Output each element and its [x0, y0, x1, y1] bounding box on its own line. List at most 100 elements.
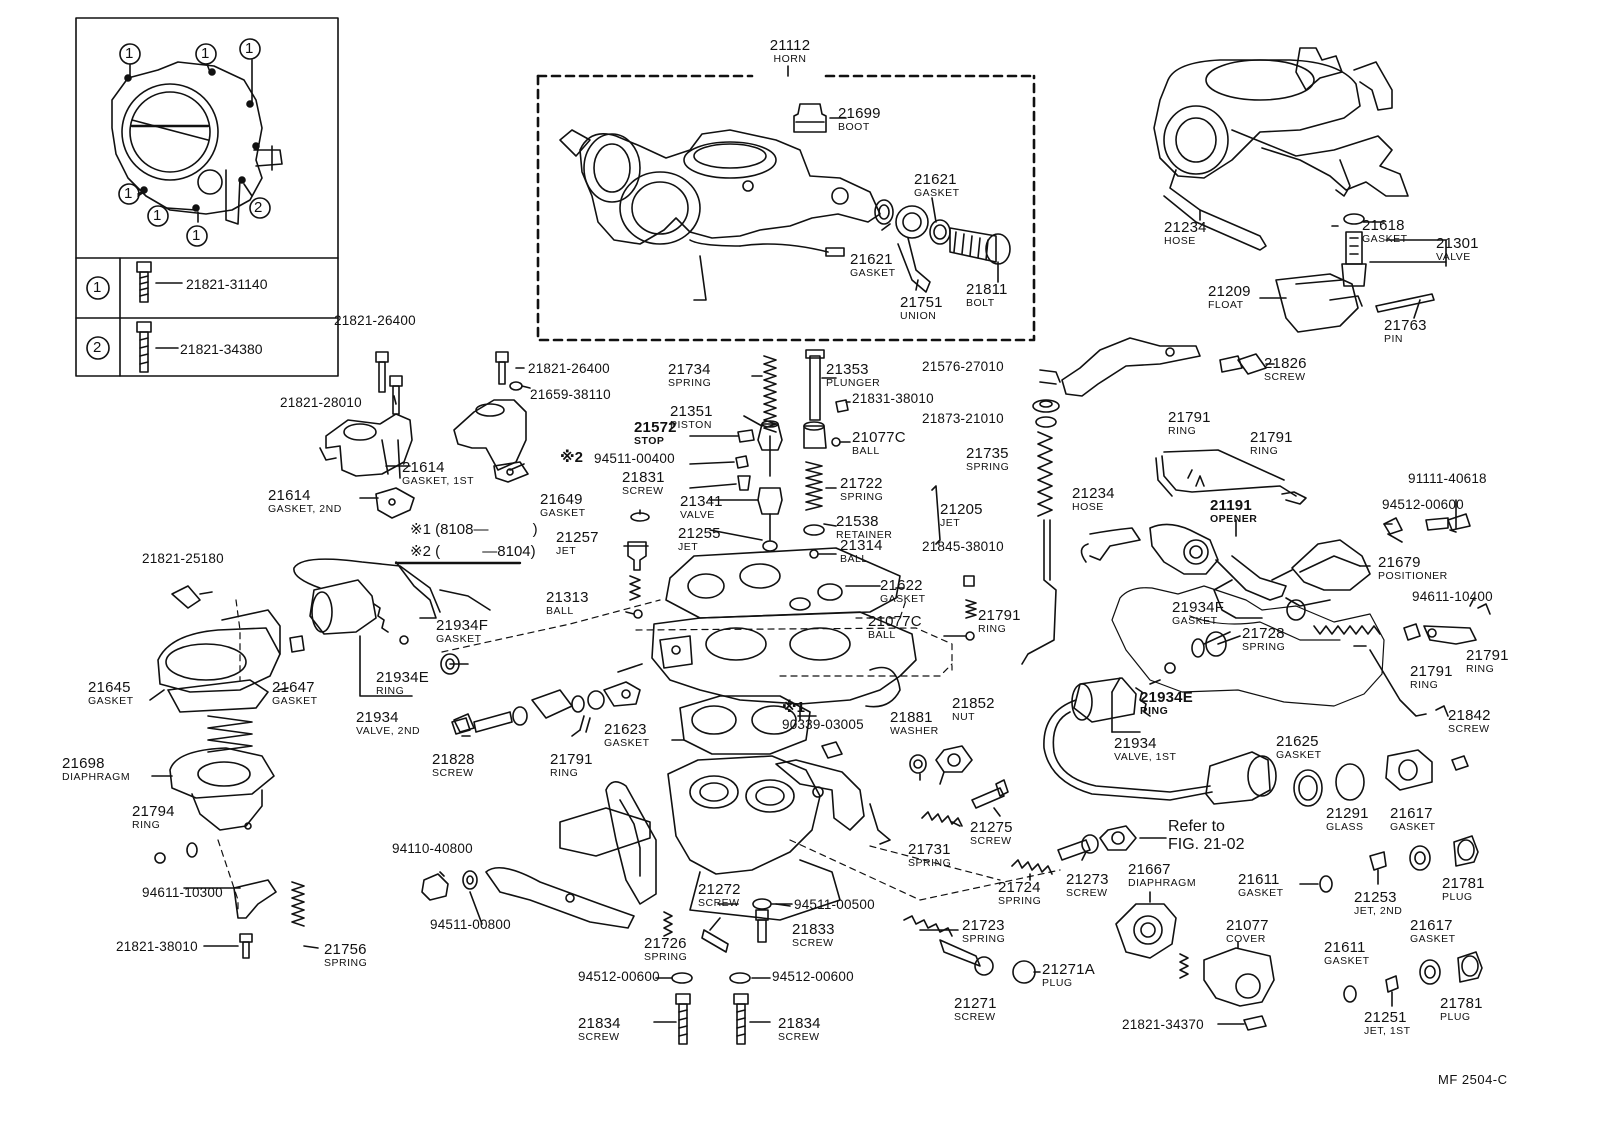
note-2-text: ( — [435, 543, 441, 560]
main-carburetor-body — [149, 349, 1483, 1045]
legend-key-1: 1 — [93, 279, 102, 296]
part-number: 94110-40800 — [392, 841, 473, 856]
part-name: SPRING — [1242, 640, 1286, 653]
part-label-94512a: 94512-00600 — [1382, 497, 1464, 512]
part-number: 21572 — [634, 419, 677, 436]
inset-carburetor-flange — [111, 59, 283, 225]
part-number: 21852 — [952, 695, 995, 712]
part-number: 21253 — [1354, 889, 1397, 906]
part-name: VALVE — [680, 508, 715, 521]
part-number: 94611-10400 — [1412, 589, 1493, 604]
part-number: 21791 — [550, 751, 593, 768]
part-name: RING — [1168, 424, 1197, 437]
part-number: 21735 — [966, 445, 1009, 462]
part-name: SPRING — [324, 956, 368, 969]
part-number: 21205 — [940, 501, 983, 518]
part-number: 21271 — [954, 995, 997, 1012]
part-label-94512c: 94512-00600 — [772, 969, 854, 984]
part-number: 21614 — [402, 459, 445, 476]
part-number: 21191 — [1210, 497, 1252, 514]
part-name: PLUG — [1042, 976, 1073, 989]
part-number: 21731 — [908, 841, 951, 858]
inset-callout: 2 — [254, 199, 263, 216]
part-name: RING — [978, 622, 1007, 635]
part-number: 21826 — [1264, 355, 1307, 372]
part-number: 21828 — [432, 751, 475, 768]
part-name: UNION — [900, 309, 937, 322]
note-2-mark: ※2 — [410, 543, 431, 560]
part-number: 21723 — [962, 917, 1005, 934]
part-number: 21751 — [900, 294, 943, 311]
part-number: 21811 — [966, 281, 1008, 298]
part-number: 21077 — [1226, 917, 1269, 934]
part-number: 21679 — [1378, 554, 1421, 571]
part-label-21821g: 21821-25180 — [142, 551, 224, 566]
part-label-21821h: 21821-38010 — [116, 939, 198, 954]
part-label-21873: 21873-21010 — [922, 411, 1004, 426]
horn-name: HORN — [773, 52, 807, 65]
horn-number: 21112 — [769, 37, 811, 54]
part-number: 21934F — [436, 617, 489, 634]
part-name: GASKET — [436, 632, 482, 645]
part-number: 21722 — [840, 475, 883, 492]
part-number: 21614 — [268, 487, 311, 504]
part-name: VALVE, 2ND — [356, 724, 421, 737]
part-name: GASKET — [914, 186, 960, 199]
part-number: 21791 — [1168, 409, 1211, 426]
part-name: SPRING — [840, 490, 884, 503]
part-number: 94511-00400 — [594, 451, 675, 466]
note-2-range: —8104) — [482, 543, 536, 560]
part-number: 21314 — [840, 537, 883, 554]
part-number: 21313 — [546, 589, 589, 606]
part-number: 21763 — [1384, 317, 1427, 334]
part-number: 21734 — [668, 361, 711, 378]
legend-part-1: 21821-31140 — [186, 276, 268, 292]
part-number: 21623 — [604, 721, 647, 738]
part-label-94511b: 94511-00800 — [430, 917, 511, 932]
part-label-21576: 21576-27010 — [922, 359, 1004, 374]
part-name: GASKET — [604, 736, 650, 749]
part-name: GASKET — [1276, 748, 1322, 761]
part-name: GASKET — [1238, 886, 1284, 899]
refer-line-1: Refer to — [1168, 818, 1225, 835]
part-number: 21781 — [1442, 875, 1485, 892]
part-name: BALL — [868, 628, 896, 641]
part-number: 21291 — [1326, 805, 1369, 822]
part-name: RETAINER — [836, 528, 893, 541]
part-name: GASKET — [88, 694, 134, 707]
part-name: SCREW — [792, 936, 834, 949]
part-number: 21698 — [62, 755, 105, 772]
part-number: 21834 — [778, 1015, 821, 1032]
inset-callout-circles — [86, 38, 271, 360]
part-number: 21621 — [914, 171, 957, 188]
part-number: 21781 — [1440, 995, 1483, 1012]
part-name: DIAPHRAGM — [1128, 876, 1197, 889]
part-name: GASKET, 2ND — [268, 502, 342, 515]
part-name: SCREW — [622, 484, 664, 497]
